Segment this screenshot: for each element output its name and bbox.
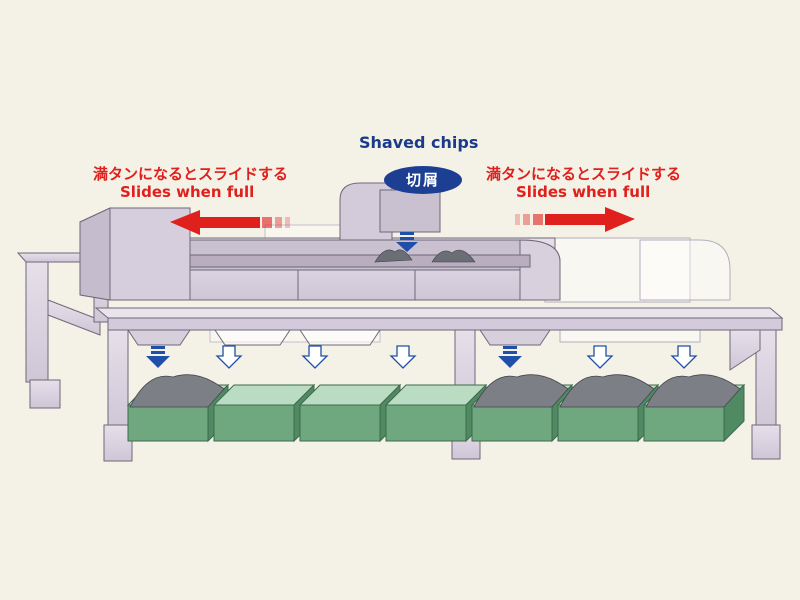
slide-right-arrow — [515, 207, 635, 232]
table-top — [94, 307, 784, 331]
chip-pile — [559, 374, 655, 408]
slides-right-en-label: Slides when full — [516, 183, 651, 201]
hoppers — [127, 329, 551, 346]
slides-left-en-label: Slides when full — [120, 183, 255, 201]
chip-pile — [473, 374, 569, 408]
chip-chute — [339, 182, 441, 241]
bin-6 — [556, 374, 660, 443]
chip-pile — [645, 374, 741, 408]
drop-arrow-1 — [146, 346, 170, 368]
slides-right-jp-label: 満タンになるとスライドする — [486, 165, 682, 183]
bin-4 — [384, 383, 488, 443]
bin-5 — [470, 374, 574, 443]
drop-arrow-5 — [498, 346, 522, 368]
drop-arrow-3 — [301, 345, 329, 369]
shaved-chips-label: Shaved chips — [359, 133, 479, 152]
bin-7 — [642, 374, 746, 443]
chip-pile — [129, 374, 225, 408]
drop-arrow-6 — [586, 345, 614, 369]
slide-left-arrow — [170, 210, 290, 235]
bin-2 — [212, 383, 316, 443]
conveyor-body — [79, 207, 561, 301]
slides-left-jp-label: 満タンになるとスライドする — [93, 165, 289, 183]
drop-arrows — [146, 345, 698, 369]
drop-arrow-7 — [670, 345, 698, 369]
bin-3 — [298, 383, 402, 443]
drop-arrow-2 — [215, 345, 243, 369]
collection-bins — [126, 374, 746, 443]
chips-badge: 切屑 — [384, 166, 462, 194]
chip-drop-arrow — [396, 232, 418, 252]
bin-1 — [126, 374, 230, 443]
conveyor-chips — [374, 249, 476, 263]
drop-arrow-4 — [389, 345, 417, 369]
